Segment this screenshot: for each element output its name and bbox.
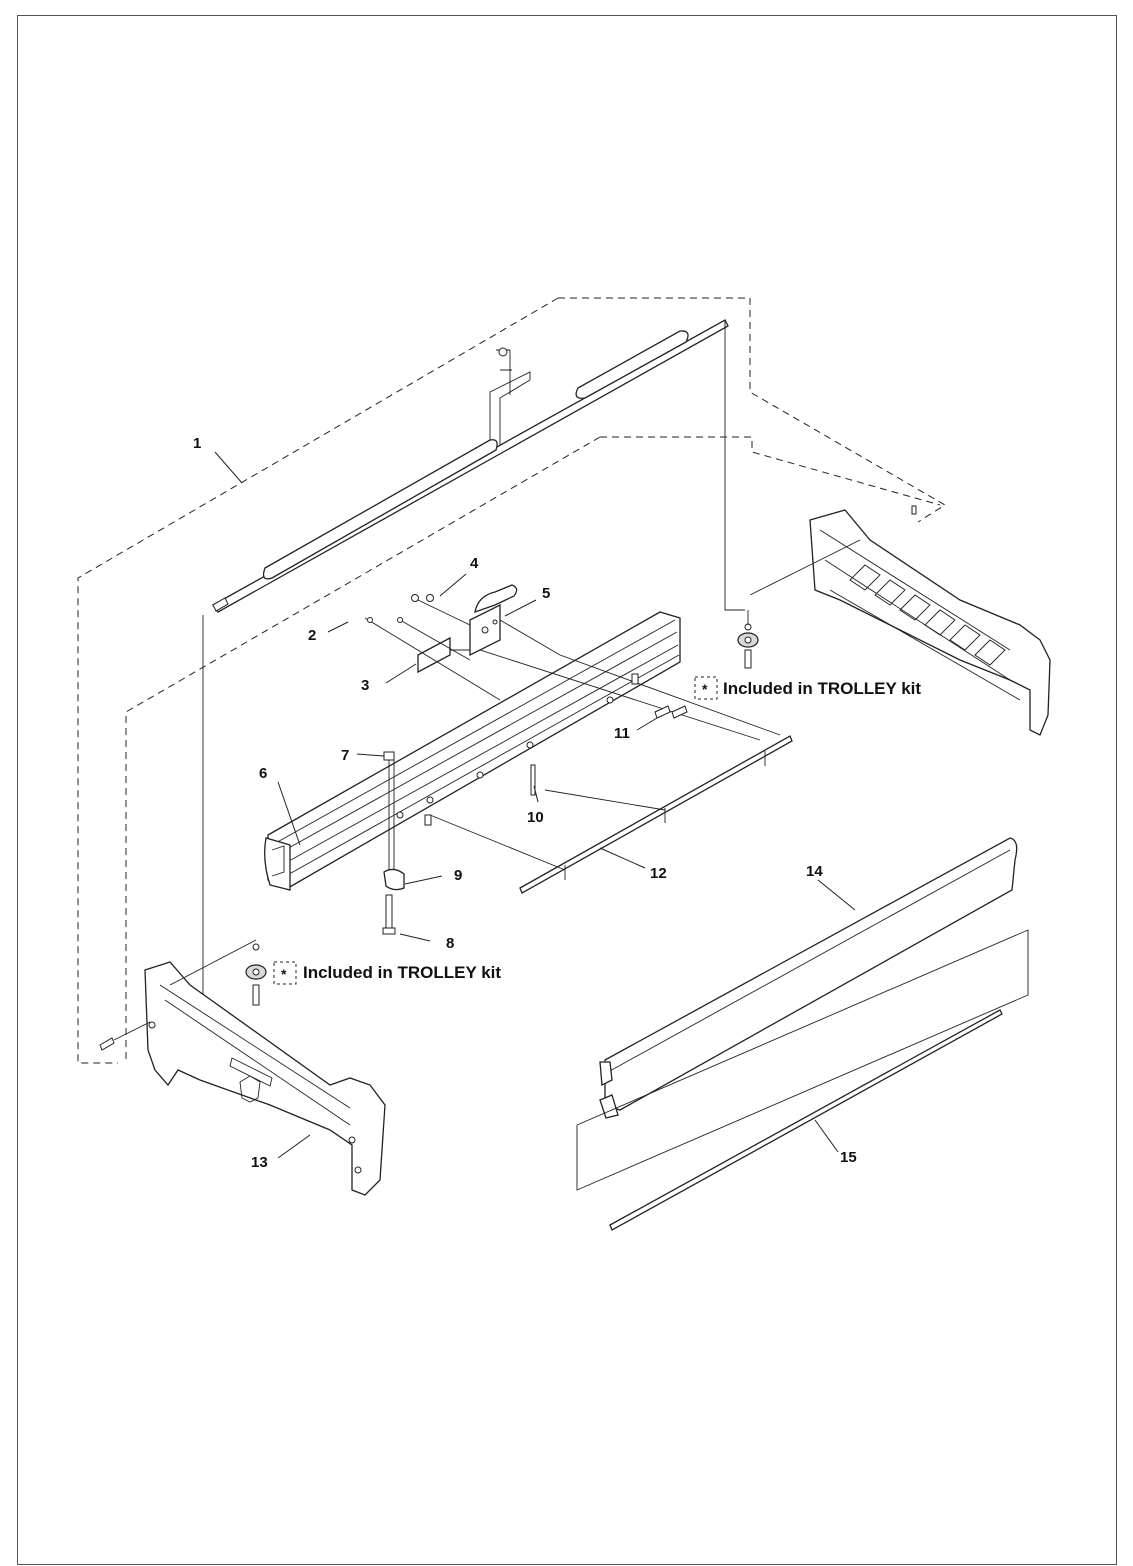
trolley-note-right: Included in TROLLEY kit: [723, 679, 921, 698]
screw-part-2: [367, 617, 403, 623]
left-end-frame-part: [99, 961, 386, 1196]
callout-5: 5: [542, 585, 550, 602]
callout-14: 14: [806, 863, 823, 880]
leader-lines: [214, 451, 856, 1159]
bolt-stack-part: [382, 751, 405, 935]
assembly-boundary-outer: [77, 297, 946, 1064]
callout-12: 12: [650, 865, 667, 882]
nut-hardware-part: [411, 594, 471, 626]
callout-11: 11: [614, 725, 630, 742]
right-wheel-hardware: [737, 610, 759, 669]
assembly-boundary-inner: [125, 436, 941, 1063]
trolley-kit-note-left: * Included in TROLLEY kit: [273, 961, 501, 985]
trolley-kit-note-right: * Included in TROLLEY kit: [694, 676, 921, 700]
callout-2: 2: [308, 627, 316, 644]
callout-6: 6: [259, 765, 267, 782]
rod-part: [429, 735, 793, 894]
callout-4: 4: [470, 555, 479, 572]
screw-part-11: [424, 673, 688, 826]
callout-15: 15: [840, 1149, 857, 1166]
right-end-frame-part: [749, 505, 1051, 736]
callout-3: 3: [361, 677, 369, 694]
page-frame: [17, 15, 1117, 1565]
callout-9: 9: [454, 867, 462, 884]
callout-7: 7: [341, 747, 349, 764]
strip-panel-part: [576, 929, 1029, 1231]
lever-bracket-part: [469, 584, 781, 736]
trolley-marker-left: *: [281, 966, 287, 982]
upper-rail-part: [202, 319, 745, 1000]
cover-extrusion-part: [599, 837, 1018, 1119]
callout-10: 10: [527, 809, 544, 826]
callout-13: 13: [251, 1154, 268, 1171]
pin-part-10: [530, 764, 536, 796]
trolley-note-left: Included in TROLLEY kit: [303, 963, 501, 982]
callout-8: 8: [446, 935, 454, 952]
callout-1: 1: [193, 435, 201, 452]
trolley-marker-right: *: [702, 681, 708, 697]
left-wheel-hardware: [169, 939, 267, 1006]
